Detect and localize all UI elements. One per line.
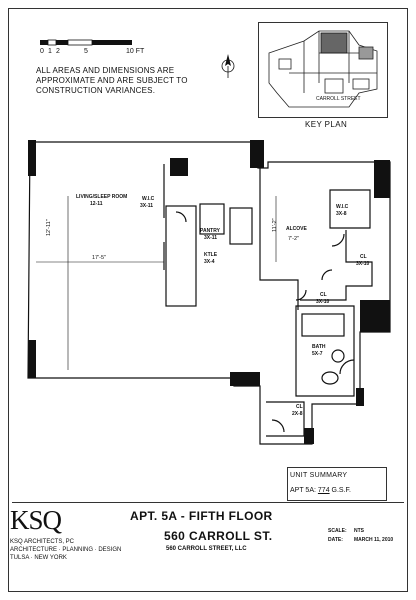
dimension-alcove-height: 11'-2" xyxy=(272,218,278,232)
unit-summary-box xyxy=(287,467,387,501)
unit-summary-title: UNIT SUMMARY xyxy=(290,472,348,479)
room-area-wic: 3X-11 xyxy=(140,203,154,209)
key-plan-title: KEY PLAN xyxy=(305,120,348,129)
room-area-cl3: 2X-8 xyxy=(292,411,303,417)
scale-tick: 5 xyxy=(84,48,88,55)
scale-value: NTS xyxy=(354,528,364,534)
unit-summary-unit: G.S.F. xyxy=(331,487,351,494)
wall-mass xyxy=(360,300,390,332)
key-plan-frame xyxy=(258,22,388,118)
wall-mass xyxy=(250,140,264,168)
scale-tick: 2 xyxy=(56,48,60,55)
firm-line: ARCHITECTURE · PLANNING · DESIGN xyxy=(10,547,122,553)
key-plan-drawing xyxy=(268,30,378,108)
wall-mass xyxy=(304,428,314,444)
room-label-cl2: CL xyxy=(320,292,327,298)
wall-mass xyxy=(356,388,364,406)
key-plan-street: CARROLL STREET xyxy=(316,96,361,102)
unit-summary-value: 774 xyxy=(317,487,330,494)
firm-info: KSQ ARCHITECTS, PC ARCHITECTURE · PLANNI… xyxy=(10,538,121,562)
dimension-living-height: 12'-11" xyxy=(46,219,52,236)
room-area-pantry: 3X-11 xyxy=(204,235,218,241)
disclaimer-line: APPROXIMATE AND ARE SUBJECT TO xyxy=(36,76,188,85)
room-area-wic2: 3X-8 xyxy=(336,211,347,217)
room-area-alcove: 7'-2" xyxy=(288,236,299,242)
unit-summary-label: APT 5A: xyxy=(290,487,316,494)
scale-tick: 0 xyxy=(40,48,44,55)
dimension-living-width: 17'-5" xyxy=(92,255,107,261)
room-label-bath: BATH xyxy=(312,344,326,350)
firm-line: TULSA · NEW YORK xyxy=(10,555,67,561)
scale-segment xyxy=(92,40,132,45)
drawing-sheet xyxy=(8,8,408,592)
apartment-title: APT. 5A - FIFTH FLOOR xyxy=(130,509,273,523)
owner-title: 560 CARROLL STREET, LLC xyxy=(166,546,247,552)
room-label-pantry: PANTRY xyxy=(200,228,220,234)
room-area-kitchen: 3X-4 xyxy=(204,259,215,265)
north-arrow-icon xyxy=(221,54,235,78)
scale-tick: 10 FT xyxy=(126,48,145,55)
room-label-wic: W.I.C xyxy=(142,196,155,202)
drawing-meta: SCALE: NTS DATE: MARCH 11, 2010 xyxy=(328,527,393,545)
room-label-alcove: ALCOVE xyxy=(286,226,307,232)
unit-summary-line: APT 5A: 774 G.S.F. xyxy=(290,487,351,494)
room-area-cl1: 3X-10 xyxy=(356,261,370,267)
firm-logo: KSQ xyxy=(10,505,62,535)
room-label-wic2: W.I.C xyxy=(336,204,349,210)
disclaimer-line: CONSTRUCTION VARIANCES. xyxy=(36,86,156,95)
room-area-cl2: 3X-10 xyxy=(316,299,330,305)
wall-mass xyxy=(170,158,188,176)
disclaimer: ALL AREAS AND DIMENSIONS ARE APPROXIMATE… xyxy=(36,66,236,96)
room-area-bath: 5X-7 xyxy=(312,351,323,357)
date-value: MARCH 11, 2010 xyxy=(354,537,394,543)
room-label-living: LIVING/SLEEP ROOM xyxy=(76,194,128,200)
address-title: 560 CARROLL ST. xyxy=(164,529,273,543)
scale-label: SCALE: xyxy=(328,528,347,534)
disclaimer-line: ALL AREAS AND DIMENSIONS ARE xyxy=(36,66,175,75)
room-label-cl1: CL xyxy=(360,254,367,260)
wall-mass xyxy=(374,160,390,198)
room-area-living: 12-11 xyxy=(90,201,103,207)
wall-mass xyxy=(28,340,36,378)
scale-bar xyxy=(40,39,132,46)
wall-mass xyxy=(230,372,260,386)
title-block-divider xyxy=(12,502,404,503)
room-label-cl3: CL xyxy=(296,404,303,410)
scale-segment xyxy=(56,40,68,45)
wall-mass xyxy=(28,140,36,176)
firm-line: KSQ ARCHITECTS, PC xyxy=(10,539,75,545)
scale-segment xyxy=(40,40,48,45)
room-label-kitchen: KTLE xyxy=(204,252,218,258)
date-label: DATE: xyxy=(328,537,343,543)
scale-tick: 1 xyxy=(48,48,52,55)
